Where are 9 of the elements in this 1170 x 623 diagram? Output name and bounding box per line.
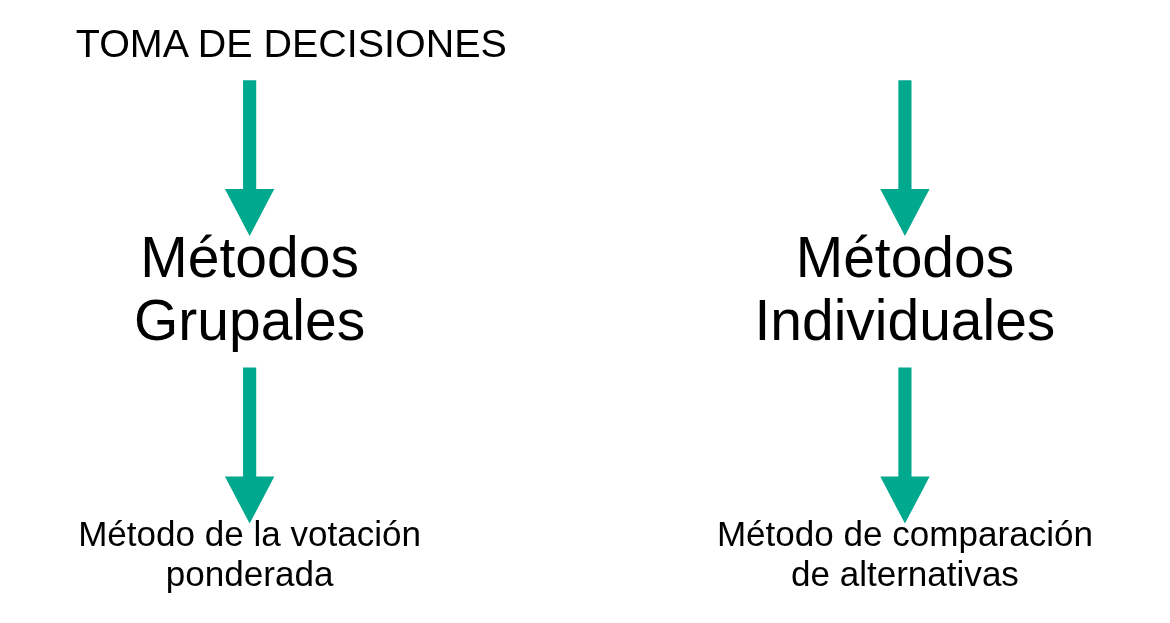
diagram-title: TOMA DE DECISIONES [75,21,507,66]
arrow [879,80,930,236]
node-text: Métodos Individuales [753,224,1055,353]
arrow [224,80,274,236]
arrow [879,367,930,524]
node-text: Métodos Grupales [133,224,365,353]
node-text: Método de la votación ponderada [77,514,421,593]
arrow [224,367,274,524]
node-text: Método de comparación de alternativas [716,514,1093,593]
